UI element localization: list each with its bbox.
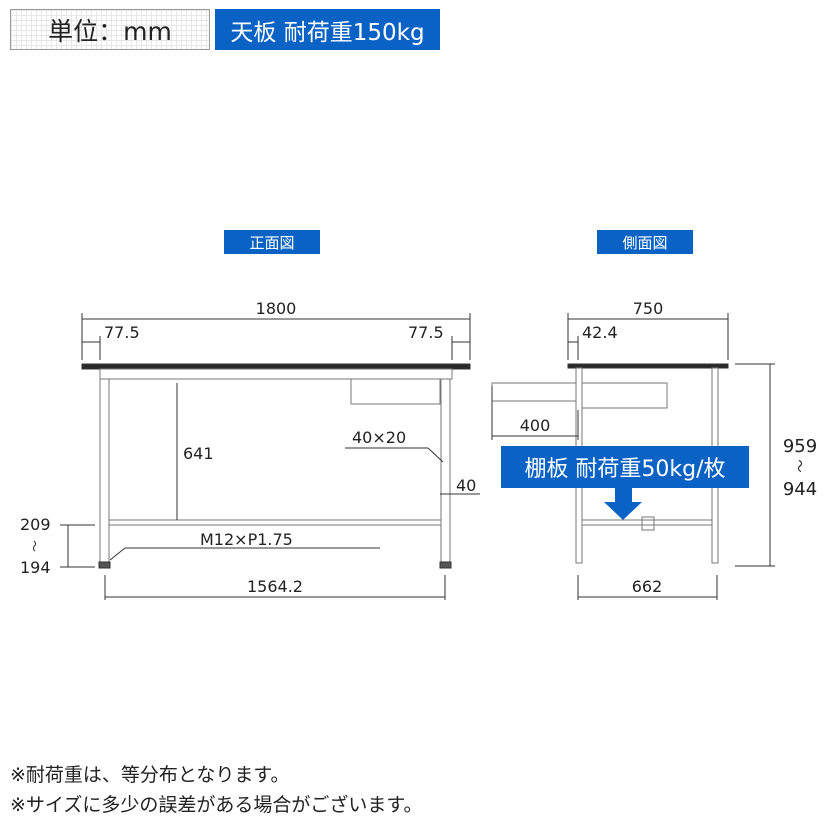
dim-height-low: 944: [783, 479, 817, 500]
dim-adjuster-high: 209: [20, 515, 51, 534]
dim-height-high: 959: [783, 436, 817, 457]
top-load-badge: 天板 耐荷重150kg: [215, 9, 440, 50]
front-view-title: 正面図: [224, 230, 320, 254]
dim-side-depth: 750: [633, 299, 664, 318]
note-load: ※耐荷重は、等分布となります。: [10, 764, 290, 786]
arrow-down-icon: [604, 486, 642, 520]
dim-front-width: 1800: [256, 299, 297, 318]
bolt-spec: M12×P1.75: [200, 530, 293, 549]
dim-height-tilde: 〜: [791, 459, 806, 472]
unit-label: 単位：mm: [10, 9, 210, 50]
side-view-title: 側面図: [597, 230, 693, 254]
dim-drawer-travel: 400: [520, 416, 551, 435]
dim-adjuster-low: 194: [20, 558, 51, 577]
front-view: [60, 313, 480, 600]
dim-front-leg-span: 1564.2: [247, 577, 303, 596]
dim-adjuster-tilde: 〜: [27, 540, 41, 552]
dim-frame-size: 40×20: [352, 428, 406, 447]
dim-frame-depth: 40: [456, 476, 476, 495]
dim-side-offset: 42.4: [582, 323, 618, 342]
dim-front-inner-height: 641: [183, 444, 214, 463]
dim-front-offset-left: 77.5: [104, 323, 140, 342]
note-tolerance: ※サイズに多少の誤差がある場合がございます。: [10, 794, 423, 816]
dim-side-leg-span: 662: [632, 577, 663, 596]
shelf-load-badge: 棚板 耐荷重50kg/枚: [501, 446, 749, 488]
dim-front-offset-right: 77.5: [408, 323, 444, 342]
